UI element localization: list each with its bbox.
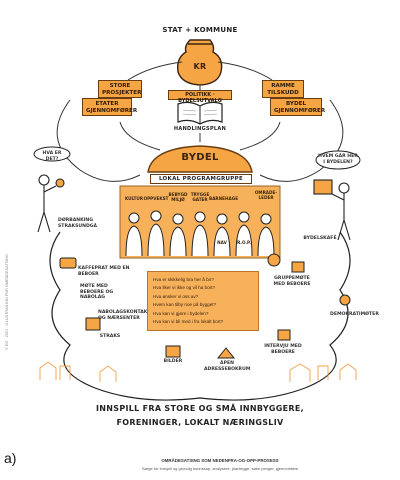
right-bubble-text: HVEM GÅR HER I BYDELEN? (318, 154, 358, 165)
diagram-top-title: STAT + KOMMUNE (162, 26, 238, 34)
bottom-icon-label-1: BILDER (163, 359, 183, 364)
scene-icons (59, 253, 351, 359)
caption-title: OMRÅDESATSING SOM NEDENFRA-OG-OPP-PROSES… (161, 458, 279, 463)
question-4: Hvem kan tilby noe på bygget? (153, 302, 217, 308)
bottom-icon-label-2: ÅPEN ADRESSEBOKRUM (204, 361, 251, 372)
box-politikk: POLITIKK · BYDELSUTVALG (168, 90, 232, 104)
right-item-1: GRUPPEMØTE MED BEBOERE (273, 276, 311, 287)
vertical-credit: © EG · 2021 · ILLUSTRASJON FOR OMRÅDESAT… (5, 254, 9, 350)
panel-label-4: TRYGGE GATER (190, 192, 210, 202)
panel-label-6: OMRÅDE-LEDER (254, 190, 278, 200)
panel-label-3: BEBYGD MILJØ (168, 192, 188, 202)
left-person-label: DØRBANKING STRAKSUNDGÅ (58, 218, 98, 229)
person-with-magnifier (37, 174, 65, 233)
panel-caption: a) (4, 450, 17, 466)
panel-label-1: KULTUR (124, 196, 144, 201)
programgruppe-label: LOKAL PROGRAMGRUPPE (150, 174, 252, 184)
bottom-icon-label-3: STRAKS (99, 334, 121, 339)
right-speech-bubble (315, 150, 361, 170)
questions-box: Hva er skikkelig bra her å bo? Hva liker… (147, 271, 259, 331)
right-item-3: INTERVJU MED BEBOERE (264, 344, 302, 355)
bydel-title: BYDEL (181, 152, 219, 163)
bydel-dome (147, 145, 253, 173)
question-1: Hva er skikkelig bra her å bo? (153, 277, 214, 282)
question-6: Hva kan vi bli med i fra lokalt bort? (153, 319, 224, 325)
bottom-text-line-2: FORENINGER, LOKALT NÆRINGSLIV (116, 418, 284, 427)
question-3: Hva ønsker vi oss av? (153, 293, 199, 299)
left-item-2: MØTE MED BEBOERE OG NABOLAG (80, 284, 114, 301)
town-skyline (39, 361, 357, 382)
box-bydel-gjennomforer: BYDEL GJENNOMFØRER (270, 98, 325, 116)
person-with-sign (313, 179, 351, 241)
left-item-3: NABOLAGSKONTAKTER OG NÆRSENTER (98, 310, 158, 321)
left-bubble-text: HVA ER DET? (42, 151, 62, 162)
process-loop (49, 231, 351, 401)
question-2: Hva liker vi ikke og vil ha bort? (153, 285, 216, 291)
handlingsplan-label: HANDLINGSPLAN (173, 126, 227, 132)
panel-label-2: OPPVEKST (143, 196, 169, 201)
group-people (125, 210, 275, 257)
flow-arrows (56, 61, 344, 182)
question-5: Hva kan vi gjøre i bydelen? (153, 310, 209, 316)
center-badge: KR (193, 62, 207, 71)
bottom-text-line-1: INNSPILL FRA STORE OG SMÅ INNBYGGERE, (95, 404, 304, 413)
caption-subtitle: Sørge for innspill og grundig kunnskap, … (141, 466, 299, 471)
panel-name-1: NAV (217, 240, 227, 245)
right-person-label: BYDELSKAFÉ (303, 236, 337, 241)
box-ramme: RAMME TILSKUDD (262, 80, 304, 98)
box-etater: ETATER GJENNOMFØRER (82, 98, 137, 116)
right-item-2: DEMOKRATIMØTER (330, 312, 379, 317)
panel-label-5: BARNEHAGE (209, 196, 239, 201)
panel-name-2: R.O.P. (237, 240, 251, 245)
money-bag-icon (176, 39, 223, 86)
book-icon (177, 101, 223, 125)
left-speech-bubble (33, 146, 71, 162)
box-store-prosjekter: STORE PROSJEKTER (98, 80, 142, 98)
left-item-1: KAFFEPRAT MED EN BEBOER (78, 266, 130, 277)
